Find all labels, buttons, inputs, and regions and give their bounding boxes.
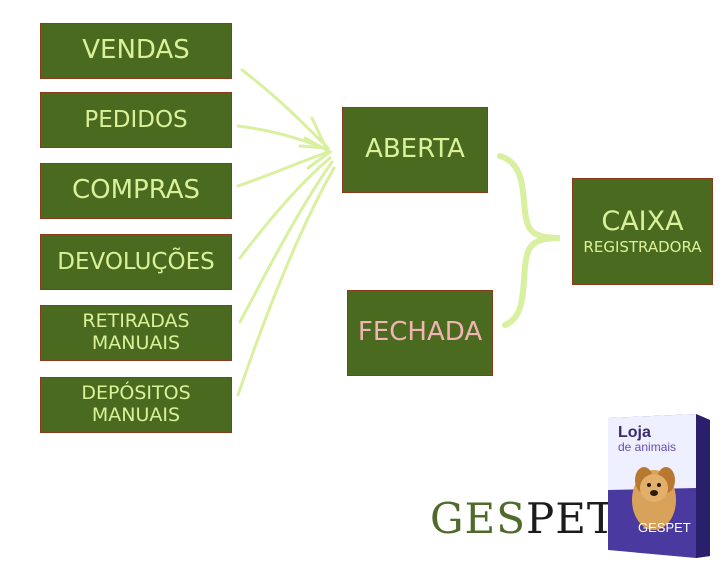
arrow-vendas	[240, 68, 330, 150]
source-box-devolucoes: DEVOLUÇÕES	[40, 234, 232, 290]
gespet-logo: GESPET	[430, 498, 616, 540]
arrow-compras	[236, 150, 330, 188]
product-title: Loja de animais	[618, 424, 677, 454]
arrow-depositos	[236, 166, 336, 397]
target-title: CAIXA	[601, 206, 684, 238]
state-box-closed: FECHADA	[347, 290, 493, 376]
target-subtitle: REGISTRADORA	[583, 238, 702, 257]
source-box-retiradas: RETIRADAS MANUAIS	[40, 305, 232, 361]
arrow-devolucoes	[238, 156, 332, 260]
arrow-retiradas	[238, 160, 334, 324]
brace	[497, 153, 561, 328]
source-box-vendas: VENDAS	[40, 23, 232, 79]
product-brand: GESPET	[638, 520, 691, 535]
state-box-open: ABERTA	[342, 107, 488, 193]
arrowhead	[303, 136, 333, 170]
source-box-pedidos: PEDIDOS	[40, 92, 232, 148]
arrowhead-2	[298, 116, 329, 150]
logo-part-pet: PET	[525, 494, 616, 543]
source-box-depositos: DEPÓSITOS MANUAIS	[40, 377, 232, 433]
source-box-compras: COMPRAS	[40, 163, 232, 219]
target-box-caixa: CAIXA REGISTRADORA	[572, 178, 713, 285]
logo-part-ges: GES	[430, 494, 526, 543]
product-box-image	[608, 414, 710, 558]
